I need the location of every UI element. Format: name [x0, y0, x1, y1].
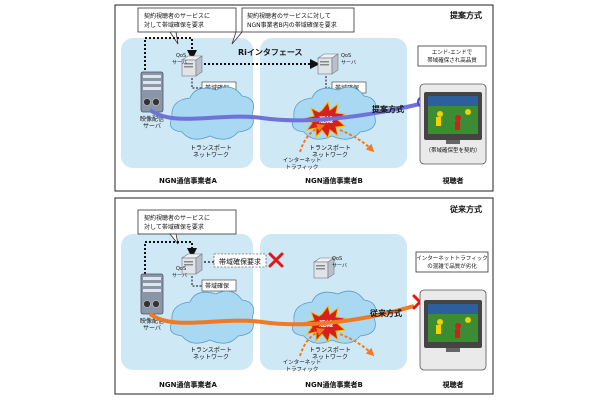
- qos-b-bottom-line2: サーバ: [332, 263, 347, 269]
- blocked-x-icon: [268, 252, 284, 268]
- proposed-method-label: 提案方式: [372, 104, 404, 114]
- transport-b-bottom-line1: トランスポート: [309, 346, 351, 354]
- qos-a-line2: サーバ: [172, 60, 187, 66]
- qos-a-bottom-line1: QoS: [176, 266, 186, 272]
- bottom-title: 従来方式: [449, 204, 482, 214]
- internet-traffic-in-bottom: [299, 327, 325, 357]
- bw-a-bottom-box: [201, 279, 237, 292]
- internet-traffic-bottom-line1: インターネット: [283, 358, 322, 366]
- bw-request-box: [213, 253, 267, 268]
- tv-icon: [424, 92, 482, 144]
- internet-traffic-in: [299, 123, 325, 153]
- callout-a-line2: 対して帯域確保を要求: [144, 21, 204, 29]
- viewer-caption: （帯域確保型を契約）: [425, 146, 480, 154]
- qos-server-b-icon: [317, 53, 339, 75]
- viewer-callout-line2: 帯域確保され高品質: [427, 56, 477, 64]
- transport-cloud-a-bottom: [169, 290, 255, 344]
- bw-a-bottom-label: 帯域確保: [205, 282, 229, 290]
- callout-b-line2: NGN事業者B内の帯域確保を要求: [247, 21, 337, 29]
- callout-a-bottom-line2: 対して帯域確保を要求: [144, 223, 204, 231]
- viewer-callout-bottom-line2: の混雑で品質が劣化: [427, 262, 477, 270]
- transport-b-bottom-line2: ネットワーク: [312, 354, 348, 361]
- qos-server-b-bottom-icon: [313, 257, 335, 279]
- qos-b-line1: QoS: [341, 53, 351, 59]
- internet-traffic-line1: インターネット: [283, 156, 322, 164]
- video-server-line1: 映像配信: [140, 115, 164, 123]
- qos-a-line1: QoS: [176, 53, 186, 59]
- internet-traffic-bottom-line2: トラフィック: [286, 366, 319, 373]
- tv-bottom-icon: [424, 300, 482, 352]
- viewer-label: 視聴者: [442, 176, 464, 185]
- video-server-bottom-line2: サーバ: [143, 325, 161, 332]
- operator-b-label: NGN通信事業者B: [305, 176, 363, 185]
- viewer-callout: エンド-エンドで 帯域確保され高品質: [417, 45, 487, 67]
- bw-request-label: 帯域確保要求: [219, 257, 261, 266]
- viewer-callout-line1: エンド-エンドで: [432, 49, 473, 56]
- top-title: 提案方式: [450, 10, 482, 20]
- internet-traffic-out: [339, 129, 375, 153]
- transport-b-line2: ネットワーク: [312, 152, 348, 159]
- operator-b-bottom-label: NGN通信事業者B: [305, 380, 363, 389]
- callout-a-line1: 契約視聴者のサービスに: [144, 12, 210, 20]
- video-server-bottom-line1: 映像配信: [140, 317, 164, 325]
- internet-traffic-out-bottom: [339, 333, 375, 357]
- callout-a: 契約視聴者のサービスに 対して帯域確保を要求: [137, 7, 237, 45]
- operator-a-label: NGN通信事業者A: [159, 176, 217, 185]
- callout-a-bottom-line1: 契約視聴者のサービスに: [144, 214, 210, 222]
- viewer-callout-bottom: インターネットトラフィック の混雑で品質が劣化: [415, 251, 489, 273]
- bw-a-label: 帯域確保: [205, 84, 229, 92]
- qos-b-bottom-line1: QoS: [332, 256, 342, 262]
- operator-a-bottom-label: NGN通信事業者A: [159, 380, 217, 389]
- qos-server-a-icon: [181, 55, 203, 77]
- viewer-callout-bottom-line1: インターネットトラフィック: [416, 254, 487, 262]
- control-path-a: [144, 37, 197, 86]
- transport-cloud-a: [169, 86, 255, 140]
- video-server-icon: [140, 71, 164, 113]
- control-path-a-bottom: [144, 241, 197, 290]
- transport-a-bottom-line2: ネットワーク: [193, 354, 229, 361]
- internet-traffic-line2: トラフィック: [286, 164, 319, 171]
- top-panel: 提案方式 契約視聴者のサービスに 対して帯域確保を要求 契約視聴者のサービスに対…: [114, 4, 494, 192]
- conventional-method-label: 従来方式: [369, 308, 402, 318]
- qos-a-bottom-line2: サーバ: [172, 273, 187, 279]
- viewer-bottom-label: 視聴者: [442, 380, 464, 389]
- bottom-panel: 従来方式 契約視聴者のサービスに 対して帯域確保を要求 QoS サーバ QoS …: [114, 197, 494, 395]
- callout-a-bottom: 契約視聴者のサービスに 対して帯域確保を要求: [137, 209, 237, 245]
- qos-b-line2: サーバ: [341, 60, 356, 66]
- video-server-bottom-icon: [140, 273, 164, 315]
- callout-b: 契約視聴者のサービスに対して NGN事業者B内の帯域確保を要求: [231, 7, 355, 45]
- conventional-path: [148, 304, 415, 327]
- ri-interface-label: Riインタフェース: [238, 47, 303, 57]
- callout-b-line1: 契約視聴者のサービスに対して: [247, 12, 331, 20]
- transport-a-line2: ネットワーク: [193, 152, 229, 159]
- video-server-line2: サーバ: [143, 123, 161, 130]
- transport-a-bottom-line1: トランスポート: [190, 346, 232, 354]
- proposed-path: [148, 102, 421, 123]
- transport-b-line1: トランスポート: [309, 144, 351, 152]
- transport-a-line1: トランスポート: [190, 144, 232, 152]
